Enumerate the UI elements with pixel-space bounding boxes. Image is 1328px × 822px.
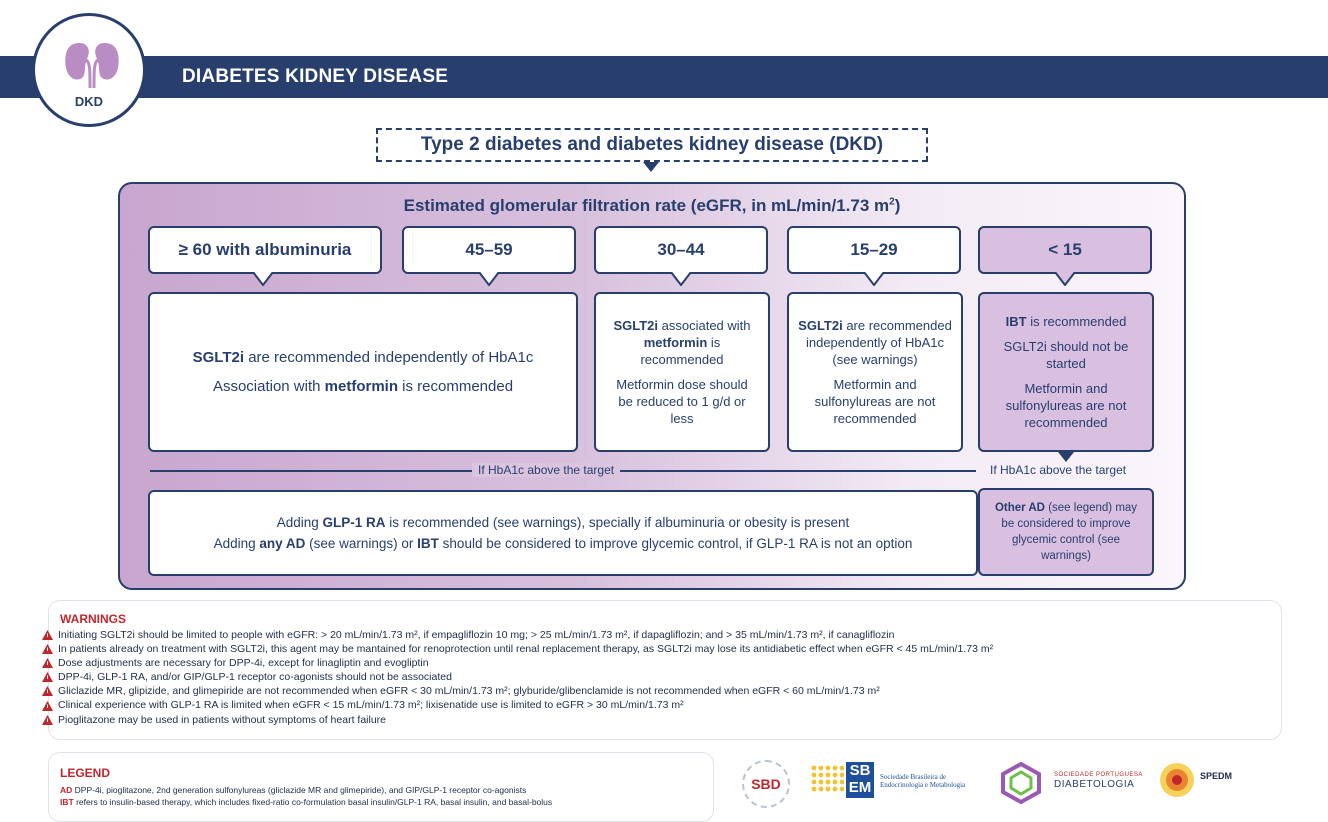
warning-icon	[42, 686, 53, 697]
arrow-icon	[1054, 272, 1076, 286]
category-egfr-lt-15: < 15	[978, 226, 1152, 274]
warning-item: In patients already on treatment with SG…	[42, 642, 993, 656]
category-egfr-15-29: 15–29	[787, 226, 961, 274]
legend-title: LEGEND	[60, 766, 111, 780]
category-egfr-60: ≥ 60 with albuminuria	[148, 226, 382, 274]
header-bar	[0, 56, 1328, 98]
category-egfr-30-44: 30–44	[594, 226, 768, 274]
add-on-box: Adding GLP-1 RA is recommended (see warn…	[148, 490, 978, 576]
sbd-logo: SBD	[742, 760, 790, 808]
recommendation-box-egfr-30-44: SGLT2i associated with metformin is reco…	[594, 292, 770, 452]
legend-ad: AD DPP-4i, pioglitazone, 2nd generation …	[60, 785, 527, 795]
warning-icon	[42, 700, 53, 711]
warning-item: Clinical experience with GLP-1 RA is lim…	[42, 698, 993, 712]
warning-icon	[42, 658, 53, 669]
warning-item: Dose adjustments are necessary for DPP-4…	[42, 656, 993, 670]
recommendation-box-egfr-15-29: SGLT2i are recommended independently of …	[787, 292, 963, 452]
spedm-logo-icon	[1160, 763, 1194, 797]
arrow-icon	[478, 272, 500, 286]
warning-icon	[42, 644, 53, 655]
main-title-box: Type 2 diabetes and diabetes kidney dise…	[376, 128, 928, 162]
warning-icon	[42, 714, 53, 725]
arrow-icon	[252, 272, 274, 286]
warning-item: Pioglitazone may be used in patients wit…	[42, 713, 993, 727]
warning-item: Gliclazide MR, glipizide, and glimepirid…	[42, 684, 993, 698]
badge-label: DKD	[74, 94, 104, 109]
recommendation-box-egfr-lt-15: IBT is recommended SGLT2i should not be …	[978, 292, 1154, 452]
category-egfr-45-59: 45–59	[402, 226, 576, 274]
legend-ibt: IBT refers to insulin-based therapy, whi…	[60, 797, 553, 807]
warnings-list: Initiating SGLT2i should be limited to p…	[42, 628, 993, 727]
arrow-icon	[670, 272, 692, 286]
warning-item: DPP-4i, GLP-1 RA, and/or GIP/GLP-1 recep…	[42, 670, 993, 684]
warnings-box	[48, 600, 1282, 740]
warning-icon	[42, 630, 53, 641]
hba1c-label-lt-15: If HbA1c above the target	[990, 463, 1127, 477]
page-title: DIABETES KIDNEY DISEASE	[182, 66, 449, 87]
sbem-dots-icon	[811, 765, 844, 792]
recommendation-box-egfr-45-plus: SGLT2i are recommended independently of …	[148, 292, 578, 452]
spd-name: DIABETOLOGIA	[1054, 779, 1135, 790]
spd-logo-icon	[1001, 762, 1041, 804]
spedm-name: SPEDM	[1200, 771, 1233, 781]
dkd-badge: DKD	[32, 13, 146, 127]
spd-name-small: SOCIEDADE PORTUGUESA	[1054, 772, 1143, 778]
main-title: Type 2 diabetes and diabetes kidney dise…	[420, 134, 884, 155]
warnings-title: WARNINGS	[60, 612, 126, 626]
down-arrow-icon	[1058, 452, 1074, 462]
kidney-icon	[65, 43, 119, 89]
egfr-title: Estimated glomerular filtration rate (eG…	[403, 196, 901, 215]
other-ad-box: Other AD (see legend) may be considered …	[978, 488, 1154, 576]
hba1c-label: If HbA1c above the target	[472, 463, 621, 477]
sbem-logo: SB EM	[846, 762, 874, 798]
warning-icon	[42, 672, 53, 683]
arrow-icon	[863, 272, 885, 286]
warning-item: Initiating SGLT2i should be limited to p…	[42, 628, 993, 642]
down-arrow-icon	[643, 162, 659, 172]
